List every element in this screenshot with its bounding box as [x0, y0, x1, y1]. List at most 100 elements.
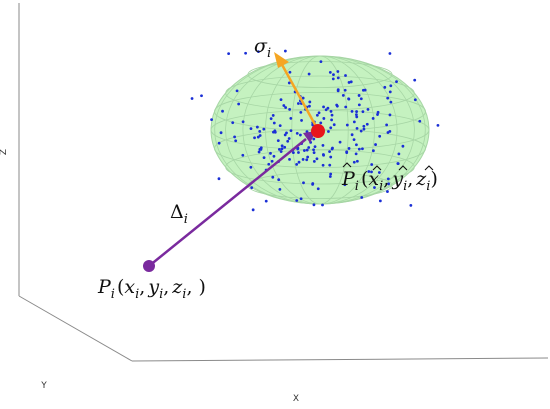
scatter-point	[347, 147, 351, 150]
scatter-point	[355, 115, 359, 119]
scatter-point	[362, 124, 366, 128]
scatter-point	[321, 203, 324, 207]
scatter-point	[227, 52, 231, 56]
scatter-point	[331, 77, 335, 81]
scatter-point	[388, 52, 392, 55]
scatter-point	[329, 155, 333, 159]
scatter-point	[331, 146, 334, 150]
sigma-arrowhead	[274, 52, 289, 68]
scatter-point	[371, 117, 375, 120]
scatter-point	[276, 139, 280, 143]
scatter-point	[301, 158, 305, 161]
scatter-point	[378, 134, 382, 138]
scatter-point	[308, 104, 311, 108]
scatter-point	[329, 109, 333, 113]
scatter-point	[286, 139, 290, 143]
scatter-point	[253, 136, 256, 140]
axis-frame	[18, 3, 549, 362]
scatter-point	[361, 147, 364, 151]
scatter-point	[344, 74, 347, 77]
scatter-point	[251, 208, 255, 212]
scatter-point	[308, 100, 312, 104]
delta-label: Δi	[170, 201, 188, 227]
scatter-point	[312, 159, 316, 163]
x-axis-line	[131, 357, 549, 362]
ellipsoid-wireframe	[210, 55, 430, 205]
scatter-point	[279, 98, 283, 102]
scatter-point	[330, 113, 334, 117]
scatter-point	[359, 97, 363, 101]
scatter-point	[387, 182, 390, 186]
scatter-point	[328, 163, 332, 167]
scatter-point	[383, 85, 387, 89]
scatter-point	[283, 133, 287, 137]
scatter-point	[305, 148, 309, 152]
scatter-point	[299, 197, 303, 201]
scatter-point	[355, 143, 358, 147]
scatter-point	[397, 152, 401, 156]
scatter-point	[386, 177, 390, 181]
scatter-point	[332, 73, 335, 77]
wireframe-equator	[210, 109, 430, 151]
scatter-point	[324, 108, 328, 112]
scatter-point	[365, 122, 369, 126]
scatter-point	[345, 151, 349, 155]
scatter-point	[262, 156, 266, 160]
scatter-point	[352, 138, 356, 141]
scatter-point	[295, 131, 299, 135]
scatter-point	[352, 160, 356, 164]
scatter-point	[313, 145, 317, 149]
estimated-centre-point	[311, 124, 325, 138]
scatter-point	[291, 151, 295, 155]
scatter-point	[288, 107, 292, 111]
scatter-point	[278, 124, 282, 128]
scatter-point	[288, 158, 291, 161]
scatter-point	[349, 80, 353, 84]
scatter-point	[259, 146, 263, 150]
scatter-point	[319, 60, 323, 64]
scatter-point	[278, 188, 282, 191]
scatter-point	[249, 127, 253, 131]
scatter-point	[221, 109, 224, 113]
measured-point-label: Pi(xi,yi,zi, )	[97, 276, 206, 302]
scatter-point	[315, 113, 319, 117]
scatter-point	[312, 137, 316, 141]
scatter-point	[395, 80, 398, 84]
scatter-point	[289, 129, 293, 133]
scatter-point	[374, 143, 377, 146]
scatter-point	[352, 120, 356, 124]
scatter-point	[244, 51, 247, 55]
scatter-point	[284, 106, 288, 109]
scatter-point	[289, 116, 293, 120]
scatter-point	[389, 84, 393, 88]
scatter-point	[233, 135, 237, 139]
scatter-point	[357, 147, 361, 151]
scatter-point	[257, 150, 261, 154]
scatter-point	[269, 151, 272, 155]
scatter-point	[280, 147, 284, 151]
scatter-point	[257, 50, 260, 54]
scatter-point	[347, 97, 351, 101]
scatter-point	[361, 110, 365, 114]
z-axis-label: Z	[0, 149, 9, 155]
scatter-point	[272, 154, 276, 158]
scatter-point	[287, 137, 291, 140]
scatter-point	[271, 130, 275, 134]
scatter-point	[418, 119, 422, 123]
scatter-point	[328, 71, 332, 74]
scatter-point	[413, 98, 417, 102]
scatter-point	[312, 203, 316, 207]
scatter-point	[359, 129, 363, 133]
scatter-point	[362, 127, 366, 131]
scatter-point	[302, 149, 306, 152]
scatter-point	[271, 175, 275, 179]
scatter-point	[371, 149, 375, 153]
scatter-point	[321, 143, 325, 147]
scatter-point	[413, 78, 417, 82]
scatter-point	[376, 113, 379, 116]
scatter-point	[322, 117, 326, 120]
scatter-point	[277, 148, 281, 151]
x-axis-label: X	[293, 394, 299, 404]
scatter-point	[190, 97, 194, 100]
